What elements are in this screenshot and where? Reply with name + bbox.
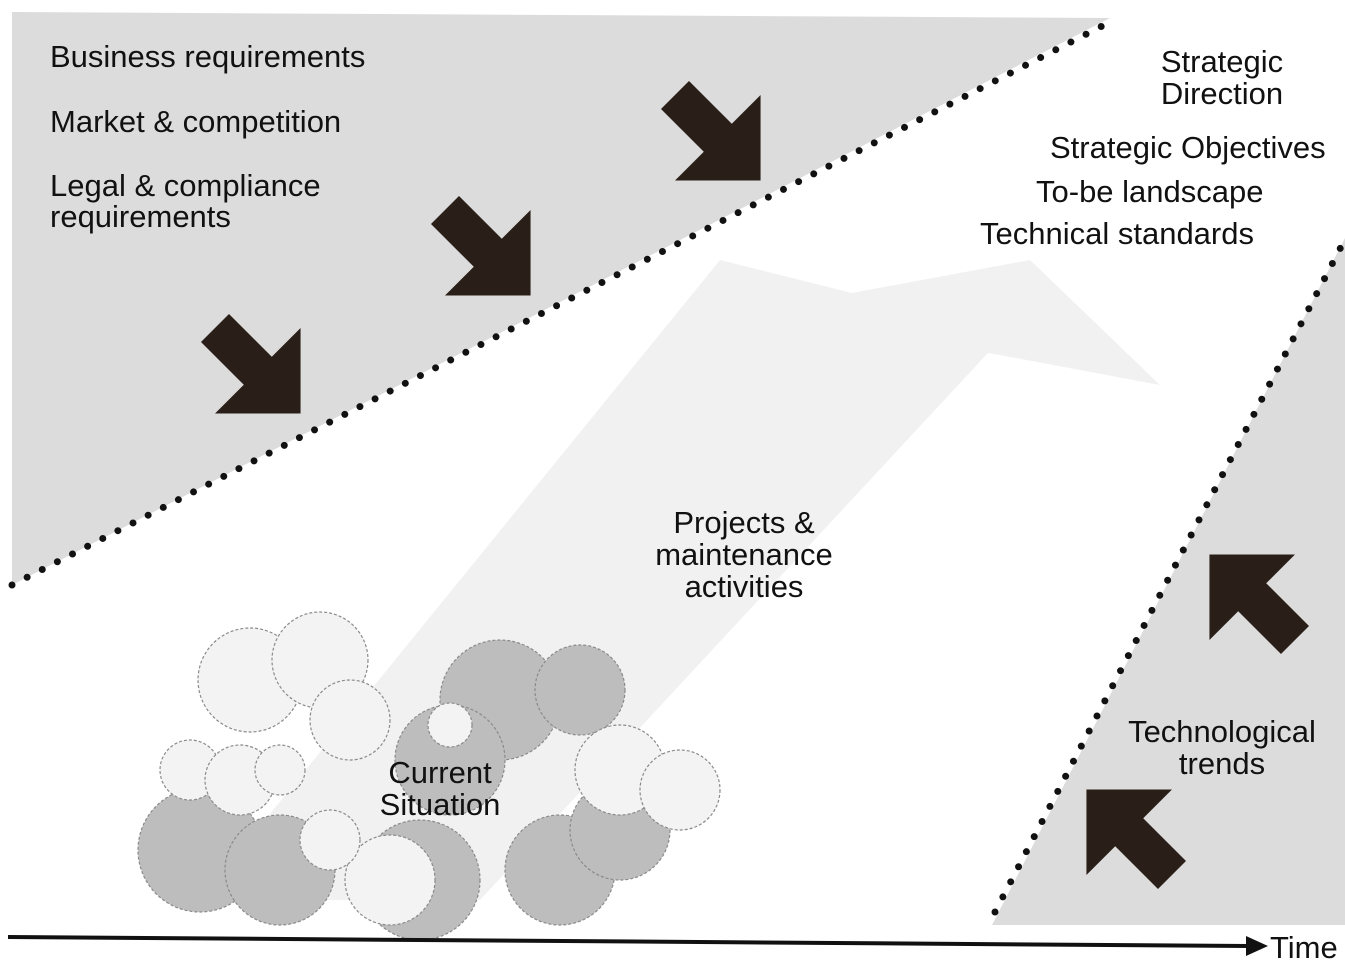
projects-line1: Projects & xyxy=(673,505,815,540)
time-axis-label: Time xyxy=(1270,930,1338,962)
market-competition-label: Market & competition xyxy=(50,104,341,139)
time-axis-line xyxy=(7,935,1249,948)
legal-compliance-label: Legal & compliance xyxy=(50,168,321,203)
market-arrow-1 xyxy=(200,313,301,414)
legal-requirements-label: requirements xyxy=(50,199,231,234)
tech-force-arrows xyxy=(1086,554,1310,890)
to-be-landscape-label: To-be landscape xyxy=(1036,174,1264,209)
market-force-arrows xyxy=(200,80,761,414)
tech-trends-line1: Technological xyxy=(1128,714,1316,749)
current-situation-line1: Current xyxy=(388,755,492,790)
technical-standards-label: Technical standards xyxy=(980,216,1254,251)
tech-trends-line2: trends xyxy=(1179,746,1265,781)
projects-line2: maintenance xyxy=(655,537,833,572)
tech-arrow-1 xyxy=(1209,554,1310,655)
top-dotted-boundary xyxy=(8,18,1114,589)
time-axis-arrowhead xyxy=(1246,936,1268,956)
top-pressure-region xyxy=(12,12,1110,585)
projects-line3: activities xyxy=(685,569,804,604)
strategic-title-line2: Direction xyxy=(1161,76,1283,111)
current-situation-line2: Situation xyxy=(380,787,501,822)
market-arrow-2 xyxy=(430,195,531,296)
market-arrow-3 xyxy=(660,80,761,181)
strategic-objectives-label: Strategic Objectives xyxy=(1050,130,1326,165)
tech-arrow-2 xyxy=(1086,789,1187,890)
business-requirements-label: Business requirements xyxy=(50,39,365,74)
strategic-title-line1: Strategic xyxy=(1161,44,1283,79)
current-situation-clouds xyxy=(137,611,721,941)
tech-dotted-boundary xyxy=(991,241,1345,916)
